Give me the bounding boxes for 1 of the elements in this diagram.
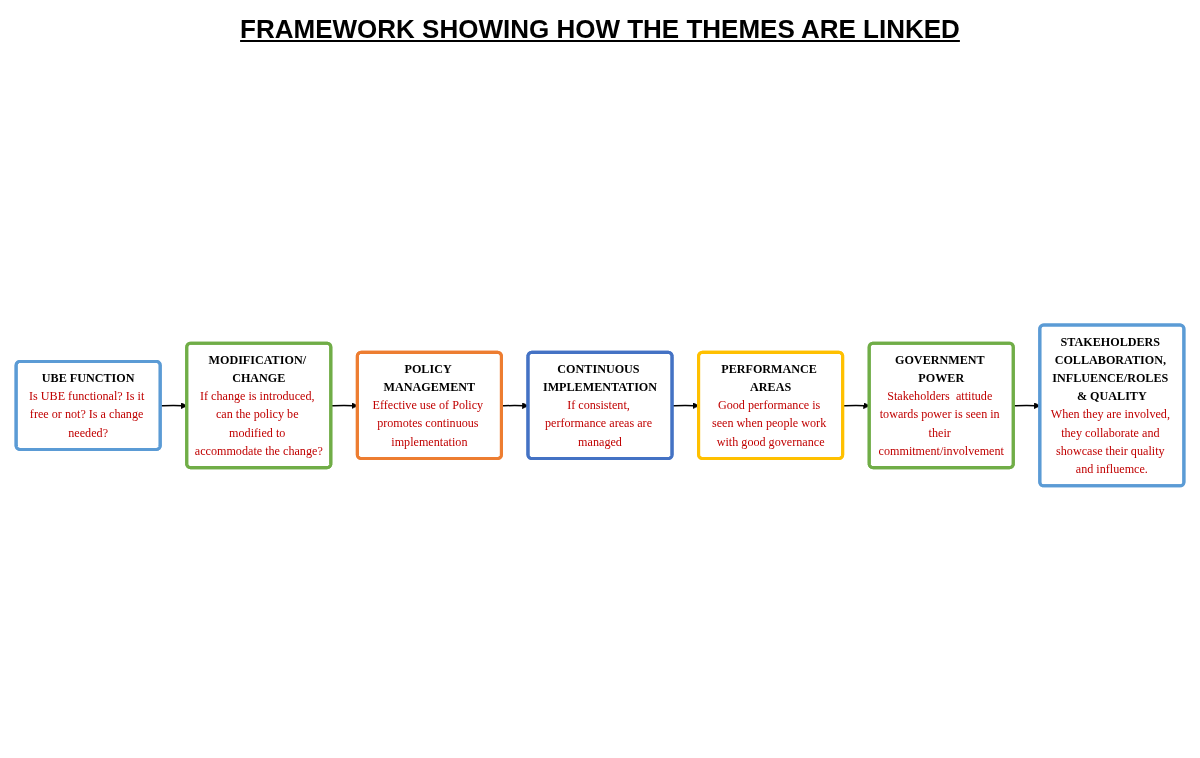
title: FRAMEWORK SHOWING HOW THE THEMES ARE LINKED xyxy=(239,14,961,45)
